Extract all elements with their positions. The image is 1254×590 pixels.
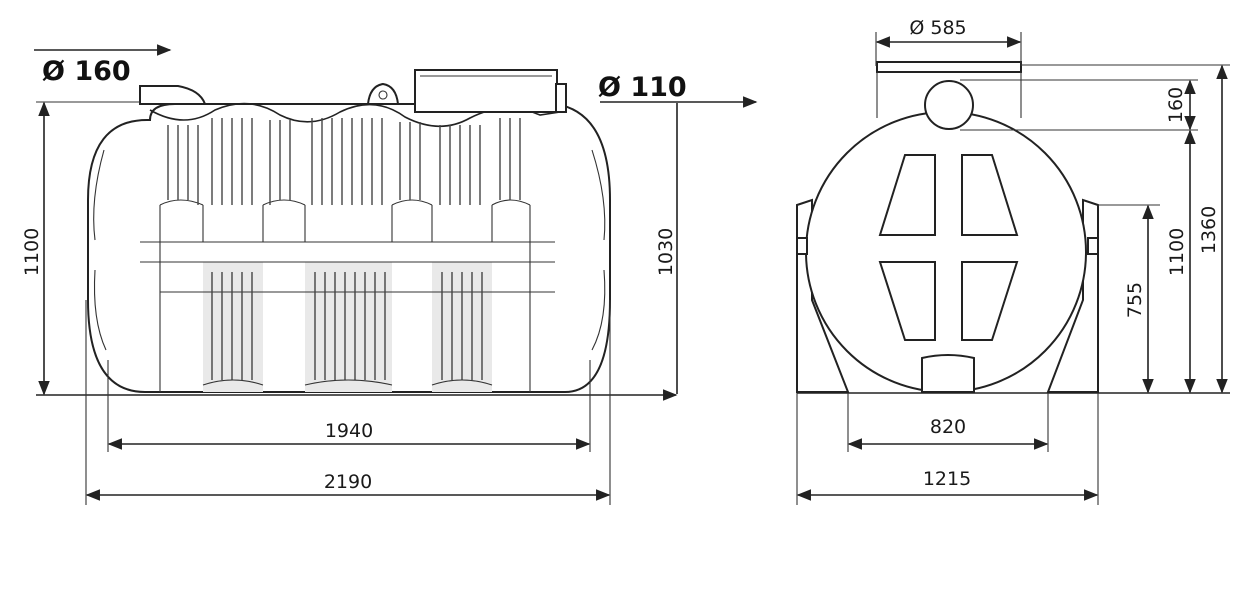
outlet-diameter-label: Ø 110 [598,72,687,103]
dim-755-label: 755 [1124,282,1146,318]
middle-band [140,241,555,293]
section-dividers [202,205,493,242]
hatch-neck [414,69,558,113]
dim-1360-label: 1360 [1198,206,1220,254]
hatch-rim-end [876,61,1022,73]
tank-top-wave [149,102,561,127]
end-cap-left-top [93,149,105,241]
section-arches [159,199,531,206]
inlet-pipe [139,85,207,105]
upper-ribs [167,118,521,205]
panel-bottom-right [961,261,1019,341]
dim-585-label: Ø 585 [909,17,966,39]
lifting-eye-hole [378,90,388,100]
inlet-diameter-label: Ø 160 [42,56,131,87]
end-view: Ø 585 160 755 1100 1360 820 1215 [796,17,1230,505]
lower-section-1 [203,262,263,392]
end-cap-right-top [591,149,606,241]
feet-wave [202,379,493,386]
dim-1100-side-label: 1100 [21,228,43,276]
dim-160-label: 160 [1165,87,1187,123]
lower-section-2 [305,262,392,392]
lower-ribs [211,272,483,380]
outlet-pipe [555,83,567,113]
panel-top-left [878,154,936,236]
pipe-end [924,80,974,130]
dim-1215-label: 1215 [923,468,971,490]
band-verticals [159,205,531,392]
dim-1940-label: 1940 [325,420,373,442]
end-cap-left-bottom [93,269,107,351]
end-cap-right-bottom [591,269,606,351]
panel-bottom-left [878,261,936,341]
dim-1030-label: 1030 [655,228,677,276]
side-view: Ø 160 Ø 110 1100 1030 1940 2190 [21,44,758,505]
dim-2190-label: 2190 [324,471,372,493]
dim-820-label: 820 [930,416,966,438]
panel-top-right [961,154,1019,236]
lifting-eye [366,82,400,105]
lug-left [796,237,808,255]
tank-body-end [805,111,1087,393]
bottom-stub [921,354,975,393]
lug-right [1087,237,1099,255]
dim-1100-end-label: 1100 [1166,228,1188,276]
